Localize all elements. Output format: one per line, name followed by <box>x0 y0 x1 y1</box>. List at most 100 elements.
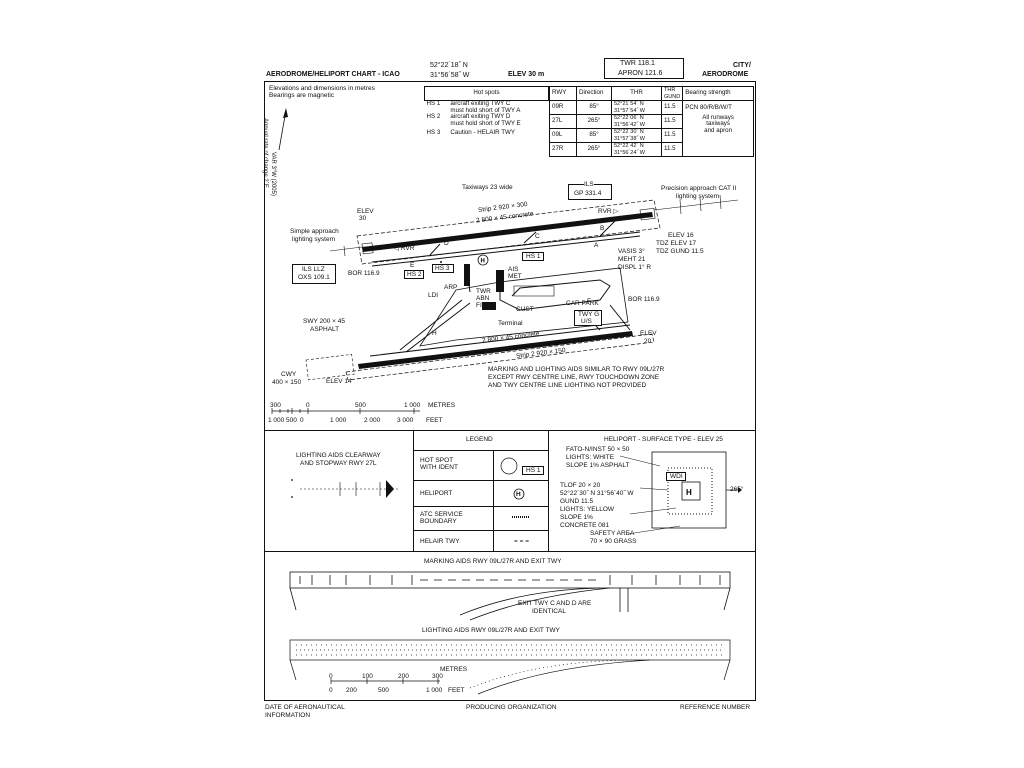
latitude: 52°22´18˝ N <box>430 62 468 69</box>
taxiway-b-label: B <box>600 225 605 232</box>
marking-note-1: MARKING AND LIGHTING AIDS SIMILAR TO RWY… <box>488 366 665 373</box>
rwy-cell: 09L <box>549 128 577 143</box>
rwy-cell: 09R <box>549 100 577 115</box>
rvr-left-label: ◁ RVR <box>394 245 415 252</box>
legend-row-rule <box>413 506 549 507</box>
legend-title: LEGEND <box>466 436 493 443</box>
bor-right-label: BOR 116.9 <box>628 296 660 303</box>
taxiway-width-label: Taxiways 23 wide <box>462 184 513 191</box>
scale-f-500: 500 <box>286 417 297 424</box>
ils-llz-label: ILS LLZ <box>302 266 325 273</box>
lighting-clearway-frame <box>264 430 414 552</box>
marking-note-3: AND TWY CENTRE LINE LIGHTING NOT PROVIDE… <box>488 382 647 389</box>
legend-row-rule <box>413 530 549 531</box>
legend-heliport: HELIPORT <box>420 490 453 497</box>
ais-label: AIS <box>508 266 519 273</box>
cwy-label-1: CWY <box>281 371 297 378</box>
dir-cell: 265° <box>576 114 612 129</box>
elev-20-label: ELEV <box>640 330 657 337</box>
aids-frame <box>264 551 756 701</box>
meht-label: MEHT 21 <box>618 256 646 263</box>
hotspot-row: HS 3 Caution - HELAIR TWY <box>425 127 549 140</box>
tdz-gund-label: TDZ GUND 11.5 <box>656 248 704 255</box>
footer-reference: REFERENCE NUMBER <box>680 704 751 711</box>
legend-atc-2: BOUNDARY <box>420 518 457 525</box>
legend-hotspot-1: HOT SPOT <box>420 457 454 464</box>
hotspot-text: aircraft exiting TWY C <box>450 100 511 107</box>
thr-lat: 52°21´54˝ N <box>614 101 644 107</box>
all-taxiways: taxiways <box>706 120 730 127</box>
scale-m-300: 300 <box>270 402 281 409</box>
gund-cell: 11.5 <box>660 100 684 115</box>
magnetic-variation: VAR 3°W (2005) <box>270 152 276 196</box>
pcn-cell: PCN 80/R/B/W/T <box>682 100 754 115</box>
col-thr: THR <box>611 86 662 101</box>
exit-note-1: EXIT TWY C AND D ARE <box>518 600 592 607</box>
cust-label: CUST <box>516 306 534 313</box>
wdi-label: WDI <box>670 473 683 480</box>
scale-f-1000a: 1 000 <box>268 417 285 424</box>
safety-2: 70 × 90 GRASS <box>590 538 637 545</box>
dir-cell: 265° <box>576 142 612 157</box>
scale-f-2000: 2 000 <box>364 417 381 424</box>
heliport-direction: 265° <box>730 486 744 493</box>
hotspot-id: HS 1 <box>426 100 441 107</box>
thr-lat: 52°22´30˝ N <box>614 129 644 135</box>
bor-left-label: BOR 116.9 <box>348 270 380 277</box>
tdz-elev-label: TDZ ELEV 17 <box>656 240 697 247</box>
tlof-4: LIGHTS: YELLOW <box>560 506 615 513</box>
scale-f-3000: 3 000 <box>397 417 414 424</box>
car-park-label: CAR PARK <box>566 300 599 307</box>
thr-lat: 52°22´06˝ N <box>614 115 644 121</box>
apron-frequency: APRON 121.6 <box>618 70 663 77</box>
notes-bearings: Bearings are magnetic <box>269 92 335 99</box>
exit-note-2: IDENTICAL <box>532 608 566 615</box>
swy-label-2: ASPHALT <box>310 326 340 333</box>
dir-cell: 85° <box>576 100 612 115</box>
marking-note-2: EXCEPT RWY CENTRE LINE, RWY TOUCHDOWN ZO… <box>488 374 660 381</box>
thr-lon: 31°56´42˝ W <box>614 121 645 128</box>
aerodrome-label: AERODROME <box>702 71 749 78</box>
clearway-title-1: LIGHTING AIDS CLEARWAY <box>296 452 381 459</box>
frequency-box <box>604 58 684 79</box>
fato-2: LIGHTS: WHITE <box>566 454 615 461</box>
rwy-cell: 27R <box>549 142 577 157</box>
marking-aids-title: MARKING AIDS RWY 09L/27R AND EXIT TWY <box>424 558 562 565</box>
hotspot-text: must hold short of TWY A <box>450 106 521 114</box>
twy-g-box <box>574 310 602 326</box>
legend-col-rule <box>493 450 494 552</box>
precision-label-1: Precision approach CAT II <box>661 185 737 192</box>
ils-llz-box <box>292 264 336 284</box>
twy-g-label: TWY G <box>578 311 600 318</box>
legend-helair-sym: = = = <box>514 538 529 545</box>
rwy-cell: 27L <box>549 114 577 129</box>
gp-label: GP 331.4 <box>574 190 602 197</box>
hotspot-id: HS 3 <box>426 129 441 137</box>
dir-cell: 85° <box>576 128 612 143</box>
gund-cell: 11.5 <box>660 128 684 143</box>
gund-cell: 11.5 <box>660 114 684 129</box>
elev-20-value: 20 <box>644 338 652 345</box>
gund-cell: 11.5 <box>660 142 684 157</box>
lighting-scale-f-200: 200 <box>346 687 357 694</box>
tower-frequency: TWR 118.1 <box>620 60 655 67</box>
ldi-label: LDI <box>428 292 439 299</box>
hotspot-text: must hold short of TWY E <box>450 119 521 127</box>
scale-m-1000: 1 000 <box>404 402 421 409</box>
scale-m-500: 500 <box>355 402 366 409</box>
legend-atc-1: ATC SERVICE <box>420 511 463 518</box>
taxiway-d-label: D <box>444 240 449 247</box>
rvr-right-label: RVR ▷ <box>598 208 619 215</box>
elev-16-label: ELEV 16 <box>668 232 694 239</box>
hotspot-3-label: HS 3 <box>435 265 450 272</box>
elev-14-label: ELEV 14 <box>326 378 352 385</box>
legend-hotspot-2: WITH IDENT <box>420 464 458 471</box>
longitude: 31°56´58˝ W <box>430 72 470 79</box>
tlof-2: 52°22´30˝ N 31°56´40˝ W <box>560 490 634 497</box>
legend-title-rule <box>413 450 549 451</box>
scale-f-1000b: 1 000 <box>330 417 347 424</box>
